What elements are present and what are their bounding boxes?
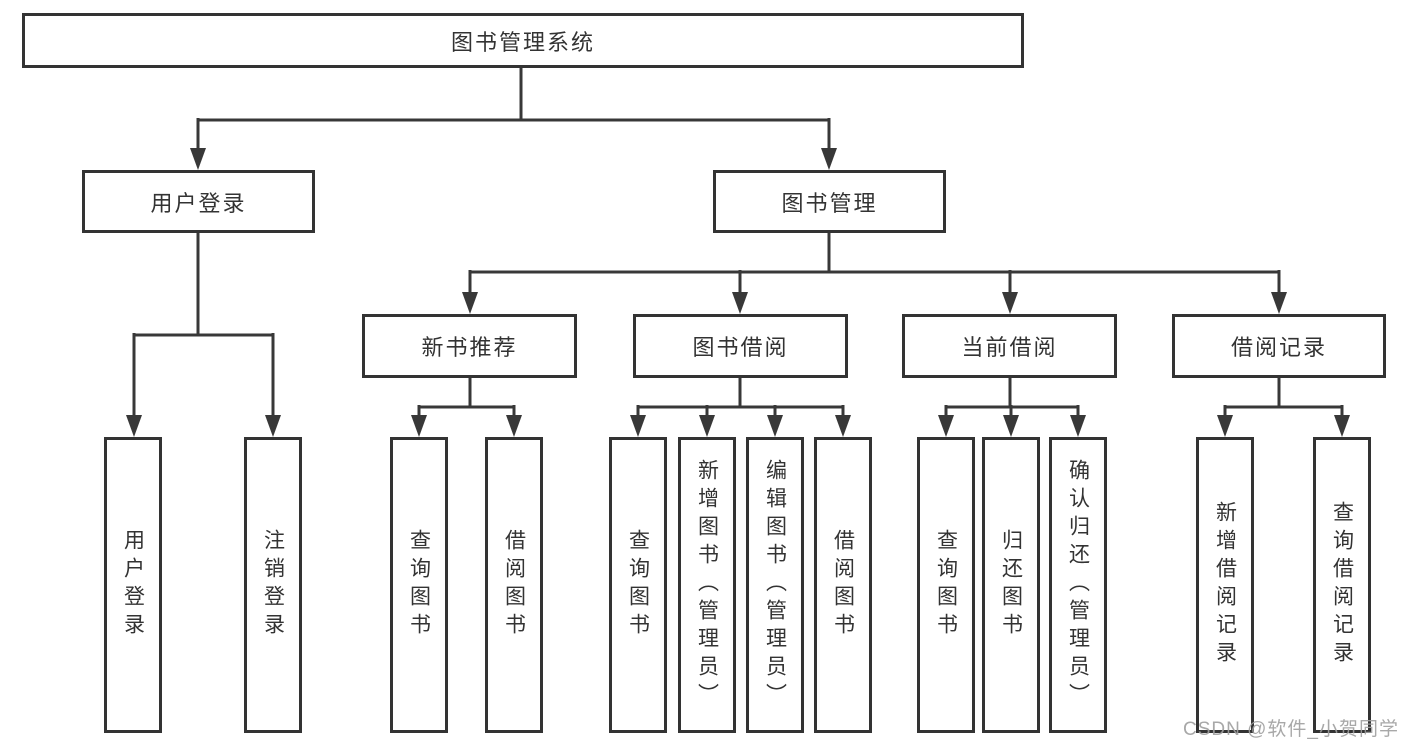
node-current-borrow: 当前借阅 [902,314,1117,378]
leaf-records-add-borrow-record: 新增借阅记录 [1196,437,1254,733]
leaf-recommend-query-books: 查询图书 [390,437,448,733]
leaf-label: 查询图书 [626,529,650,641]
leaf-current-query-books: 查询图书 [917,437,975,733]
leaf-label: 查询图书 [407,529,431,641]
connector-book-management-to-level3 [462,233,1287,314]
connector-root-to-level2 [190,68,837,170]
leaf-label: 借阅图书 [502,529,526,641]
leaf-logout: 注销登录 [244,437,302,733]
leaf-borrow-borrow-books: 借阅图书 [814,437,872,733]
leaf-label: 查询借阅记录 [1330,501,1354,669]
leaf-borrow-query-books: 查询图书 [609,437,667,733]
leaf-current-confirm-return-admin: 确认归还（管理员） [1049,437,1107,733]
node-book-management: 图书管理 [713,170,946,233]
leaf-label: 注销登录 [261,529,285,641]
leaf-label: 归还图书 [999,529,1023,641]
node-label: 图书管理 [781,190,878,216]
connector-borrow-records-to-leaves [1217,378,1350,437]
csdn-watermark: CSDN @软件_小贺同学 [1183,719,1399,740]
node-root-system: 图书管理系统 [22,13,1024,68]
connector-book-borrow-to-leaves [630,378,851,437]
leaf-label: 确认归还（管理员） [1066,459,1090,711]
node-root-label: 图书管理系统 [450,29,595,55]
leaf-borrow-add-books-admin: 新增图书（管理员） [678,437,736,733]
node-label: 借阅记录 [1230,335,1327,360]
leaf-label: 新增图书（管理员） [695,459,719,711]
leaf-label: 查询图书 [934,529,958,641]
leaf-user-login: 用户登录 [104,437,162,733]
node-label: 图书借阅 [692,335,789,360]
leaf-recommend-borrow-books: 借阅图书 [485,437,543,733]
node-new-book-recommend: 新书推荐 [362,314,577,378]
connector-current-borrow-to-leaves [938,378,1086,437]
leaf-label: 编辑图书（管理员） [763,459,787,711]
node-label: 新书推荐 [421,335,518,360]
connector-user-login-to-leaves [126,233,281,437]
node-book-borrow: 图书借阅 [633,314,848,378]
node-label: 当前借阅 [961,335,1058,360]
leaf-label: 用户登录 [121,529,145,641]
leaf-records-query-borrow-record: 查询借阅记录 [1313,437,1371,733]
node-label: 用户登录 [150,190,247,216]
node-borrow-records: 借阅记录 [1172,314,1386,378]
leaf-label: 新增借阅记录 [1213,501,1237,669]
node-user-login: 用户登录 [82,170,315,233]
leaf-current-return-books: 归还图书 [982,437,1040,733]
leaf-label: 借阅图书 [831,529,855,641]
connector-new-book-recommend-to-leaves [411,378,522,437]
leaf-borrow-edit-books-admin: 编辑图书（管理员） [746,437,804,733]
